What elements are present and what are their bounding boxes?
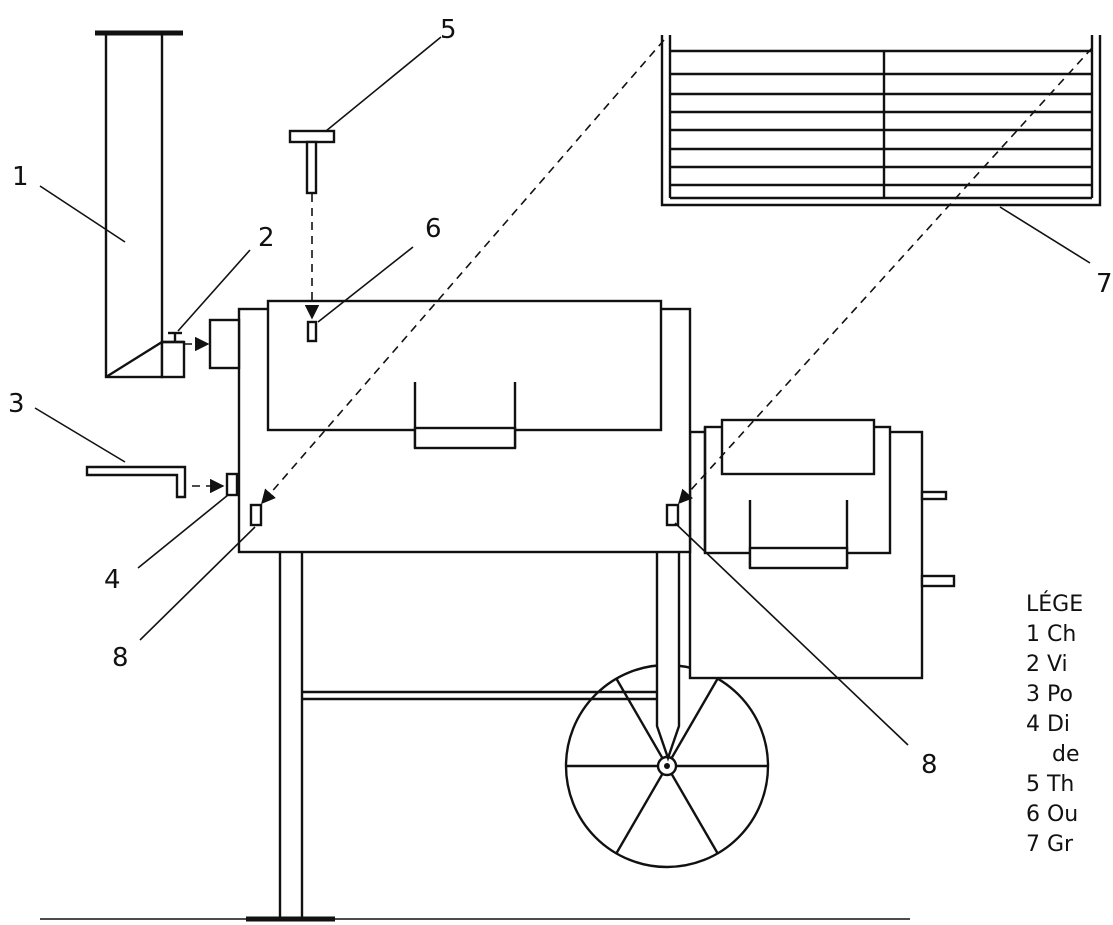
lid-handle [413, 382, 517, 450]
legend-item: 4 Di [1026, 712, 1071, 737]
legend-item: 6 Ou [1026, 802, 1079, 827]
wheel [564, 663, 770, 869]
left-leg [246, 536, 335, 922]
leg-crossbar [302, 690, 660, 701]
firebox-vent-lower [920, 574, 956, 588]
grate-support-right [665, 503, 680, 527]
callout-5: 5 [440, 15, 457, 45]
handle-part [85, 465, 187, 499]
handle-mount [225, 472, 239, 497]
firebox [688, 418, 956, 680]
thermometer [288, 129, 336, 195]
callout-8-right: 8 [921, 750, 938, 780]
callout-2: 2 [258, 223, 275, 253]
right-leg [655, 534, 681, 762]
legend-item: 1 Ch [1026, 622, 1077, 647]
legend-item-continuation: de [1052, 742, 1080, 767]
damper-screw [168, 331, 182, 342]
legend: LÉGE 1 Ch 2 Vi 3 Po 4 Di de 5 Th 6 Ou 7 … [1026, 590, 1113, 860]
callout-7: 7 [1096, 269, 1113, 299]
grate-support-left [249, 503, 263, 527]
legend-item: 7 Gr [1026, 832, 1074, 857]
callout-6: 6 [425, 214, 442, 244]
grate [660, 35, 1102, 207]
firebox-vent-upper [920, 490, 948, 501]
leader-lines [34, 36, 1091, 746]
legend-item: 3 Po [1026, 682, 1073, 707]
callout-numbers: 1 2 3 4 5 6 7 8 8 [8, 15, 1113, 780]
callout-3: 3 [8, 389, 25, 419]
assembly-arrows [184, 39, 1093, 505]
legend-title: LÉGE [1026, 592, 1084, 617]
cooking-chamber [208, 299, 692, 554]
callout-1: 1 [12, 162, 29, 192]
chimney [95, 30, 186, 379]
firebox-handle [748, 500, 849, 570]
legend-item: 5 Th [1026, 772, 1075, 797]
thermometer-opening [306, 320, 318, 343]
legend-item: 2 Vi [1026, 652, 1068, 677]
callout-4: 4 [104, 565, 121, 595]
callout-8-left: 8 [112, 643, 129, 673]
chimney-flange [208, 318, 241, 370]
